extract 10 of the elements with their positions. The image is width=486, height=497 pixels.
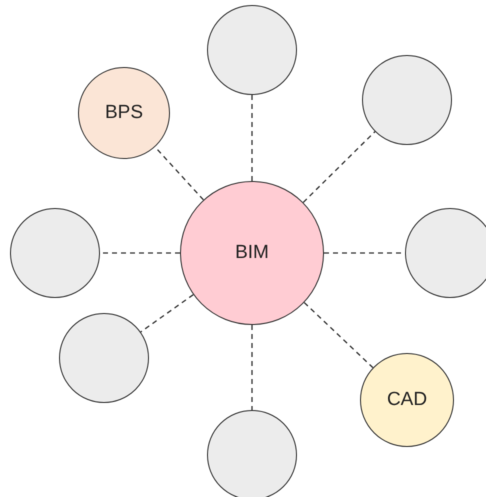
connector-line — [302, 131, 376, 203]
node-label: CAD — [386, 389, 428, 411]
connector-line — [304, 302, 374, 368]
connector-line — [251, 95, 253, 181]
connector-line — [140, 294, 194, 332]
node-label: BIM — [235, 242, 269, 264]
node-label: BPS — [104, 102, 144, 124]
connector-line — [100, 252, 180, 254]
connector-line — [251, 325, 253, 410]
connector-line — [154, 146, 204, 200]
